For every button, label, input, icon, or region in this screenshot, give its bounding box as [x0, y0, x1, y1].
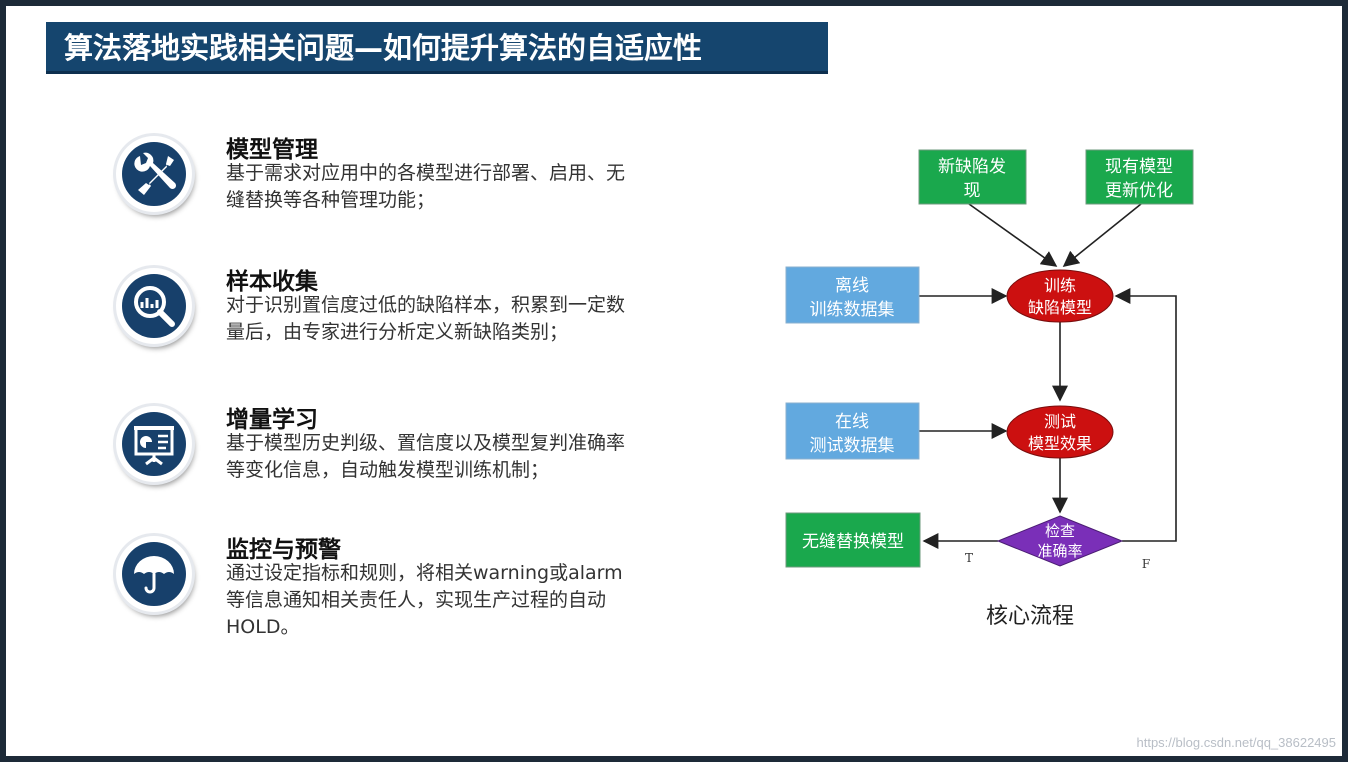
- node-label: 现有模型: [1105, 157, 1173, 177]
- feature-description: 对于识别置信度过低的缺陷样本，积累到一定数量后，由专家进行分析定义新缺陷类别；: [226, 294, 626, 343]
- arrow-existing-to-train: [1062, 203, 1142, 268]
- feature-icon-ring: [116, 268, 192, 344]
- node-label: 新缺陷发: [938, 157, 1006, 177]
- feature-icon-ring: [116, 406, 192, 482]
- umbrella-icon: [134, 556, 174, 594]
- magnifier-chart-icon: [134, 286, 175, 327]
- feature-icon-ring: [116, 136, 192, 212]
- presentation-board-icon: [134, 426, 174, 466]
- arrow-new-defect-to-train: [968, 203, 1058, 267]
- node-test-model-effect: 测试 模型效果: [1006, 405, 1114, 459]
- node-train-defect-model: 训练 缺陷模型: [1006, 269, 1114, 323]
- slide: 算法落地实践相关问题—如何提升算法的自适应性 模型管理 基于需求对应用中的各模型…: [6, 6, 1342, 756]
- node-label: 缺陷模型: [1028, 298, 1092, 317]
- node-label: 测试数据集: [810, 436, 895, 456]
- feature-title: 监控与预警: [226, 537, 341, 563]
- node-label: 检查: [1045, 522, 1075, 540]
- node-label: 在线: [835, 412, 869, 432]
- node-existing-model: 现有模型 更新优化: [1085, 149, 1194, 205]
- wrench-screwdriver-icon: [134, 152, 177, 195]
- node-label: 准确率: [1037, 542, 1082, 560]
- node-label: 现: [964, 181, 981, 201]
- core-process-flowchart: 新缺陷发 现 现有模型 更新优化 离线 训练数据集 训练 缺陷模型 在线 测试数…: [785, 149, 1194, 629]
- node-label: 测试: [1044, 412, 1076, 431]
- node-label: 模型效果: [1028, 434, 1092, 453]
- node-label: 无缝替换模型: [802, 532, 904, 552]
- node-label: 训练: [1044, 276, 1076, 295]
- feature-title: 样本收集: [226, 269, 318, 295]
- arrow-check-false-to-train: [1114, 288, 1177, 542]
- node-seamless-replace: 无缝替换模型: [785, 512, 921, 568]
- false-branch-label: F: [1142, 557, 1150, 571]
- node-label: 训练数据集: [810, 300, 895, 320]
- feature-description: 基于需求对应用中的各模型进行部署、启用、无缝替换等各种管理功能；: [226, 162, 626, 211]
- feature-title: 模型管理: [226, 137, 318, 163]
- feature-title: 增量学习: [226, 407, 318, 433]
- node-label: 离线: [835, 276, 869, 296]
- node-offline-training-set: 离线 训练数据集: [785, 266, 920, 324]
- feature-icon-ring: [116, 536, 192, 612]
- node-check-accuracy: 检查 准确率: [996, 515, 1124, 567]
- node-new-defect: 新缺陷发 现: [918, 149, 1027, 205]
- watermark: https://blog.csdn.net/qq_38622495: [1136, 735, 1337, 750]
- true-branch-label: T: [965, 551, 973, 565]
- feature-description: 通过设定指标和规则，将相关warning或alarm等信息通知相关责任人，实现生…: [226, 562, 623, 638]
- slide-title: 算法落地实践相关问题—如何提升算法的自适应性: [46, 22, 828, 74]
- node-label: 更新优化: [1105, 181, 1173, 201]
- node-online-test-set: 在线 测试数据集: [785, 402, 920, 460]
- flowchart-caption: 核心流程: [986, 604, 1074, 629]
- flow-arrows: [919, 203, 1177, 549]
- feature-description: 基于模型历史判级、置信度以及模型复判准确率等变化信息，自动触发模型训练机制；: [226, 432, 626, 481]
